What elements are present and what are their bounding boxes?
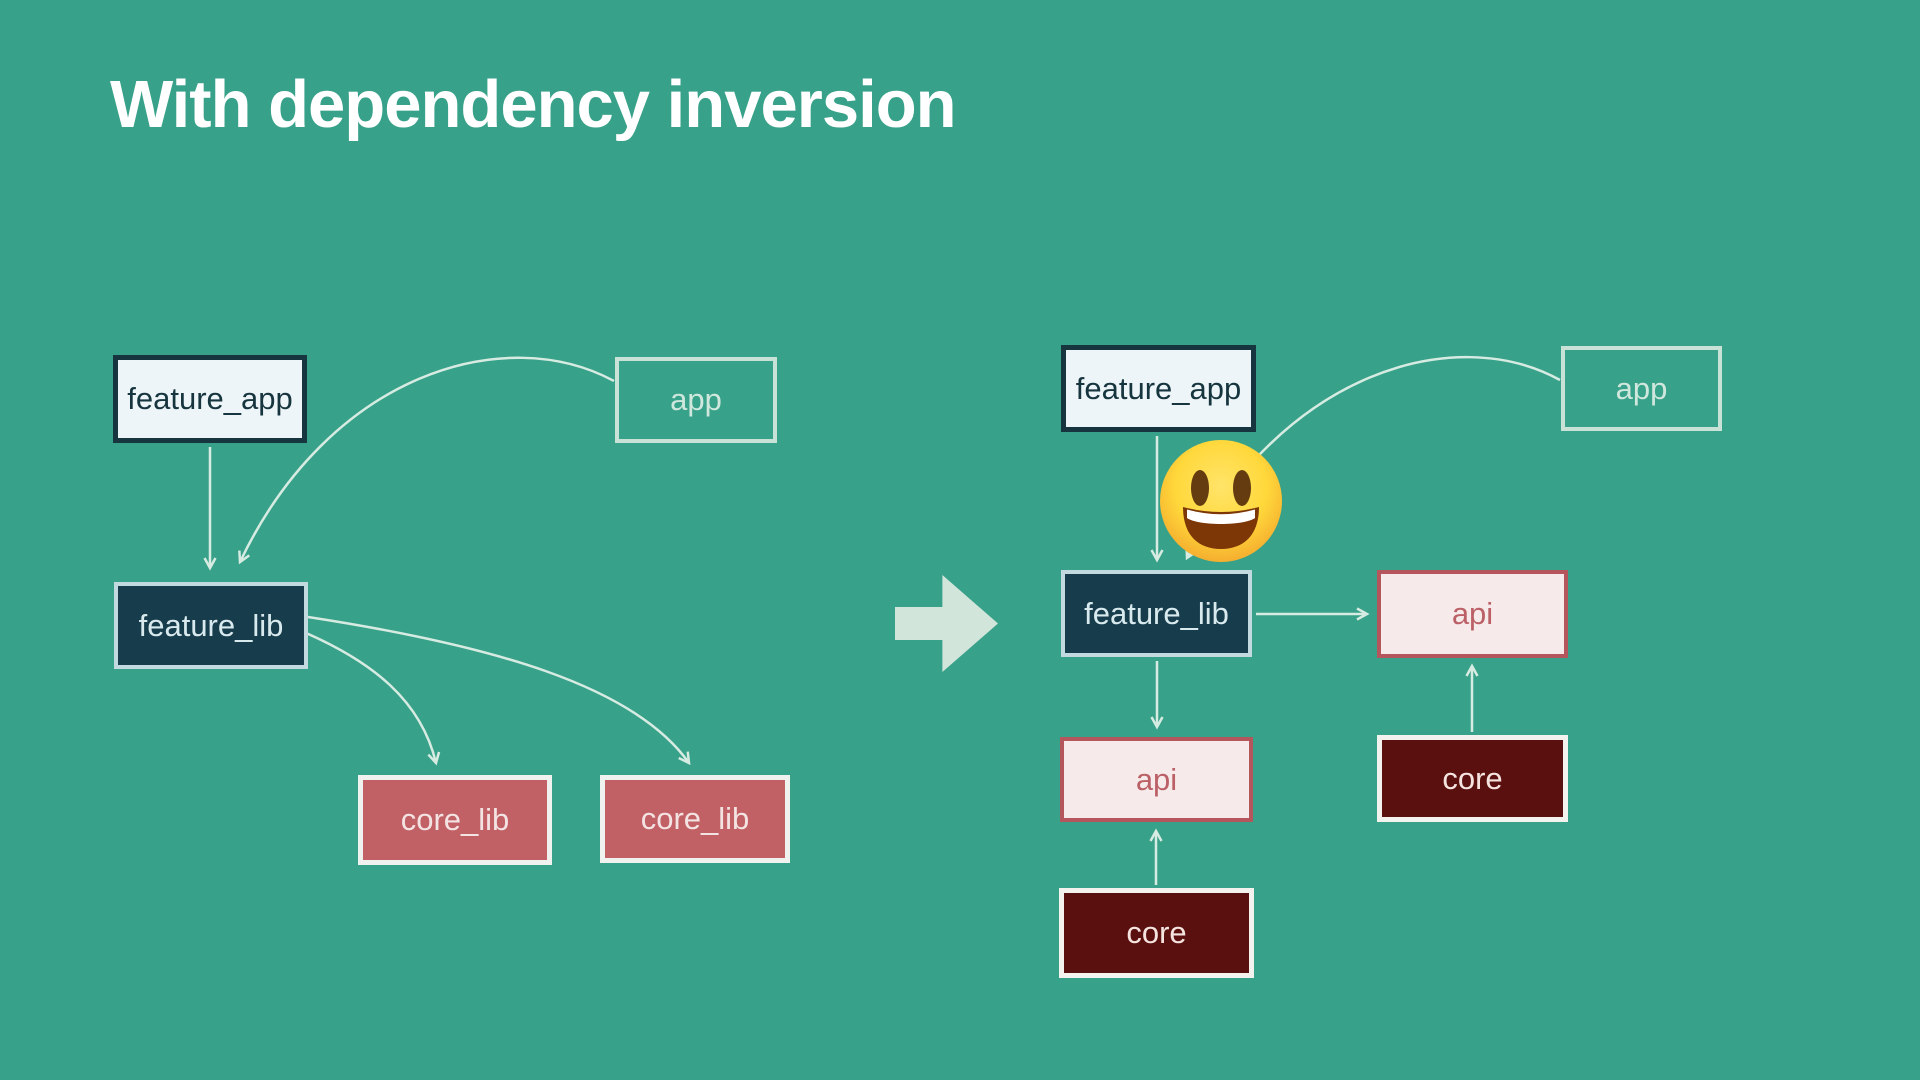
- node-feature-lib-after: feature_lib: [1061, 570, 1252, 657]
- node-core-below: core: [1059, 888, 1254, 978]
- node-api-below: api: [1060, 737, 1253, 822]
- node-feature-app-after: feature_app: [1061, 345, 1256, 432]
- node-api-right: api: [1377, 570, 1568, 658]
- node-core-right: core: [1377, 735, 1568, 822]
- node-label: api: [1451, 596, 1494, 631]
- node-label: app: [1615, 370, 1668, 406]
- node-app-before: app: [615, 357, 777, 443]
- node-core-lib-left: core_lib: [358, 775, 552, 865]
- node-label: feature_lib: [1084, 595, 1229, 631]
- node-label: feature_app: [1075, 370, 1242, 406]
- node-app-after: app: [1561, 346, 1722, 431]
- node-label: core: [1126, 915, 1187, 950]
- node-feature-app-before: feature_app: [113, 355, 307, 443]
- node-label: feature_lib: [138, 607, 284, 643]
- node-label: core_lib: [640, 801, 750, 836]
- slide-title: With dependency inversion: [110, 67, 957, 142]
- node-feature-lib-before: feature_lib: [114, 582, 308, 669]
- node-label: feature_app: [127, 381, 293, 416]
- node-core-lib-right: core_lib: [600, 775, 790, 863]
- edge-app-featurelib: [238, 356, 615, 565]
- node-label: api: [1135, 761, 1178, 797]
- node-label: core: [1442, 760, 1503, 796]
- node-label: core_lib: [400, 802, 510, 837]
- edge-featurelib-corelib-left: [305, 631, 441, 766]
- node-label: app: [670, 382, 722, 417]
- edge-featurelib-corelib-right: [307, 615, 691, 766]
- grinning-face-emoji-icon: [1160, 440, 1282, 562]
